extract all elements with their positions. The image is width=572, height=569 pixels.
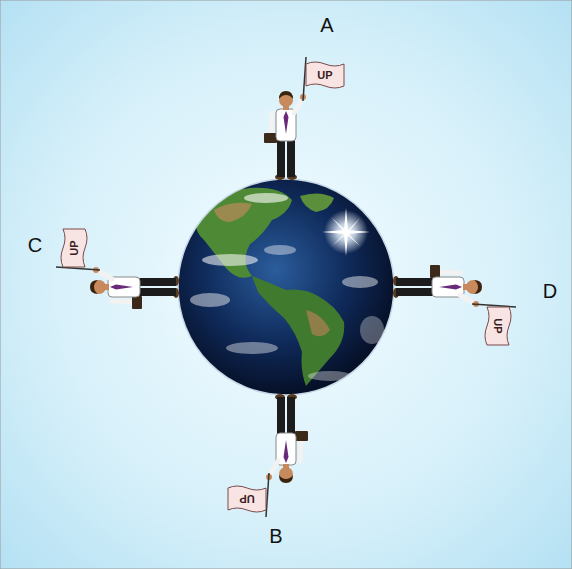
- up-flag: UP: [59, 228, 89, 268]
- flag-text: UP: [317, 70, 332, 81]
- figure-letter: B: [269, 526, 282, 546]
- figure-letter: C: [28, 235, 42, 255]
- figure-letter: D: [543, 281, 557, 301]
- flag-text: UP: [69, 240, 80, 255]
- flag-text: UP: [239, 494, 254, 505]
- up-flag: UP: [305, 60, 345, 90]
- up-flag: UP: [483, 306, 513, 346]
- up-flag: UP: [227, 484, 267, 514]
- flag-text: UP: [493, 318, 504, 333]
- figure-letter: A: [320, 15, 333, 35]
